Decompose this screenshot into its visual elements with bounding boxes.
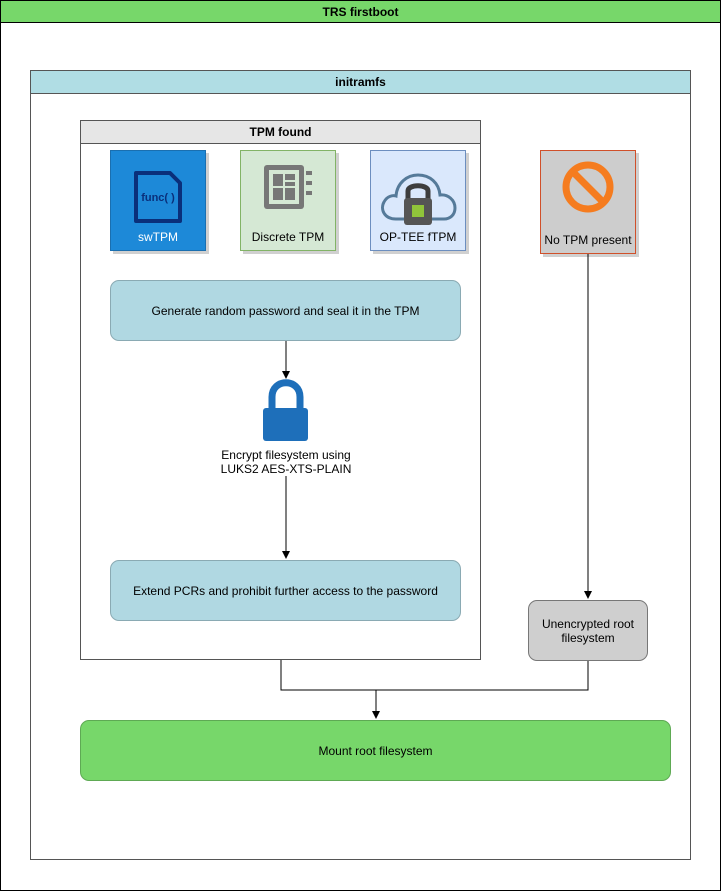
no-tpm-tile: No TPM present xyxy=(540,150,636,254)
swtpm-label: swTPM xyxy=(138,230,178,244)
extend-pcrs-step: Extend PCRs and prohibit further access … xyxy=(110,560,461,621)
mount-root-step: Mount root filesystem xyxy=(80,720,671,781)
function-file-icon: func( ) xyxy=(134,171,182,223)
prohibited-icon xyxy=(562,161,614,213)
encrypt-filesystem-label: Encrypt filesystem using LUKS2 AES-XTS-P… xyxy=(196,448,376,476)
discrete-tpm-tile: Discrete TPM xyxy=(240,150,336,251)
discrete-tpm-label: Discrete TPM xyxy=(251,230,325,244)
optee-ftpm-tile: OP-TEE fTPM xyxy=(370,150,466,251)
unencrypted-line1: Unencrypted root xyxy=(541,616,635,631)
unencrypted-root-step: Unencrypted root filesystem xyxy=(528,600,648,661)
swtpm-tile: func( ) swTPM xyxy=(110,150,206,251)
trs-firstboot-title: TRS firstboot xyxy=(0,0,721,23)
func-icon-text: func( ) xyxy=(141,192,175,204)
generate-password-step: Generate random password and seal it in … xyxy=(110,280,461,341)
chip-icon xyxy=(264,165,312,209)
tpm-found-title: TPM found xyxy=(80,120,481,144)
initramfs-title: initramfs xyxy=(30,70,691,94)
encrypt-label-line1: Encrypt filesystem using xyxy=(221,448,351,462)
no-tpm-label: No TPM present xyxy=(544,233,632,247)
unencrypted-line2: filesystem xyxy=(561,630,615,645)
cloud-lock-icon xyxy=(381,173,457,225)
optee-ftpm-label: OP-TEE fTPM xyxy=(379,230,457,244)
encrypt-label-line2: LUKS2 AES-XTS-PLAIN xyxy=(220,462,352,476)
